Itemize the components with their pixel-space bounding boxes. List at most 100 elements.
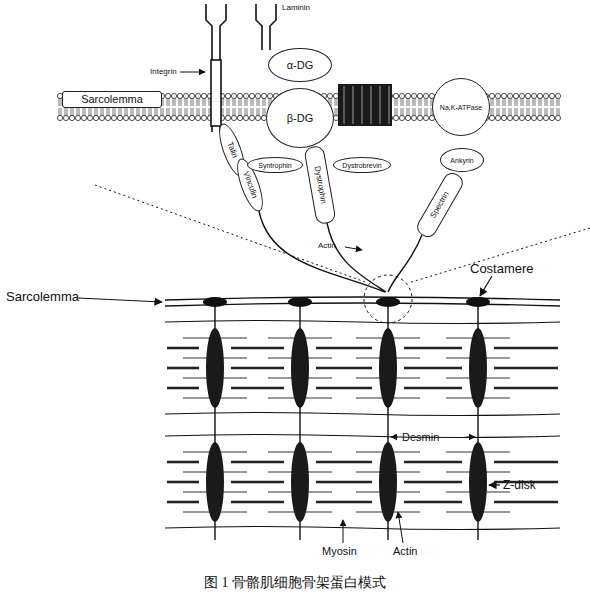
lipid-tail — [209, 108, 210, 116]
lipid-tail — [209, 98, 210, 106]
lipid-tail — [245, 98, 246, 106]
lipid-tail — [101, 108, 102, 116]
lipid-tail — [239, 98, 240, 106]
lipid-tail — [199, 108, 200, 116]
lipid-tail — [541, 108, 542, 116]
lipid-head — [543, 115, 548, 120]
lipid-tail — [259, 108, 260, 116]
myosin-filament — [231, 347, 284, 350]
lipid-tail — [73, 108, 74, 116]
lipid-tail — [401, 108, 402, 116]
myosin-filament — [167, 387, 199, 390]
protein-name: Spectrin — [429, 190, 451, 219]
filament-label: Actin — [318, 242, 336, 250]
z-disk — [206, 442, 224, 522]
lipid-tail — [413, 98, 414, 106]
lipid-head — [129, 115, 134, 120]
lipid-tail — [115, 108, 116, 116]
myosin-filament — [167, 481, 199, 484]
lipid-head — [249, 93, 254, 98]
lipid-tail — [241, 108, 242, 116]
lipid-tail — [151, 108, 152, 116]
lipid-tail — [427, 108, 428, 116]
myosin-filament — [404, 387, 462, 390]
lipid-head — [399, 93, 404, 98]
leader-arrow — [180, 72, 205, 73]
lipid-tail — [185, 108, 186, 116]
lipid-tail — [79, 108, 80, 116]
lipid-head — [255, 93, 260, 98]
lipid-head — [87, 115, 92, 120]
lipid-head — [171, 93, 176, 98]
lipid-tail — [175, 98, 176, 106]
lipid-tail — [235, 108, 236, 116]
z-disk — [206, 328, 224, 408]
lipid-head — [525, 93, 530, 98]
lipid-tail — [257, 108, 258, 116]
lipid-head — [171, 115, 176, 120]
lipid-head — [507, 115, 512, 120]
lipid-head — [501, 93, 506, 98]
zoom-line — [408, 228, 590, 283]
lipid-head — [243, 93, 248, 98]
lipid-tail — [533, 108, 534, 116]
lipid-head — [489, 93, 494, 98]
protein-name: β-DG — [287, 113, 314, 124]
filament-label: Actin — [393, 546, 417, 557]
lipid-head — [123, 115, 128, 120]
leader-arrow — [343, 520, 344, 543]
leader-arrow — [345, 247, 362, 250]
lipid-tail — [173, 98, 174, 106]
integrin-receptor — [206, 4, 226, 132]
lipid-tail — [401, 98, 402, 106]
lipid-head — [177, 93, 182, 98]
leader-arrow — [466, 437, 475, 438]
protein-name: Vinculin — [241, 171, 258, 200]
lipid-head — [525, 115, 530, 120]
lipid-tail — [515, 108, 516, 116]
lipid-tail — [149, 108, 150, 116]
lipid-head — [267, 93, 272, 98]
lipid-head — [549, 115, 554, 120]
lipid-tail — [505, 108, 506, 116]
myosin-filament — [316, 461, 372, 464]
lipid-tail — [167, 108, 168, 116]
leader-arrow — [398, 512, 403, 543]
lipid-tail — [103, 108, 104, 116]
lipid-tail — [527, 108, 528, 116]
lipid-tail — [233, 108, 234, 116]
lipid-tail — [547, 108, 548, 116]
lipid-tail — [337, 98, 338, 106]
lipid-head — [111, 115, 116, 120]
myosin-filament — [167, 347, 199, 350]
lipid-head — [189, 115, 194, 120]
lipid-tail — [161, 108, 162, 116]
lipid-tail — [203, 98, 204, 106]
lipid-head — [417, 93, 422, 98]
lipid-tail — [403, 98, 404, 106]
lipid-head — [333, 93, 338, 98]
lipid-tail — [425, 98, 426, 106]
lipid-head — [519, 115, 524, 120]
structure-label: Z-disk — [503, 479, 536, 491]
lipid-head — [201, 93, 206, 98]
myosin-filament — [231, 481, 284, 484]
lipid-tail — [497, 108, 498, 116]
sarcoglycan-block — [338, 84, 392, 126]
lipid-tail — [197, 108, 198, 116]
lipid-tail — [251, 108, 252, 116]
protein-oval: Syntrophin — [247, 157, 303, 173]
lipid-tail — [127, 108, 128, 116]
lipid-tail — [65, 108, 66, 116]
lipid-tail — [247, 108, 248, 116]
lipid-tail — [421, 98, 422, 106]
sarcoglycan-rect — [338, 84, 392, 126]
lipid-head — [105, 115, 110, 120]
myosin-filament — [316, 367, 372, 370]
lipid-tail — [521, 98, 522, 106]
lipid-tail — [83, 108, 84, 116]
lipid-tail — [419, 108, 420, 116]
lipid-tail — [203, 108, 204, 116]
lipid-tail — [541, 98, 542, 106]
